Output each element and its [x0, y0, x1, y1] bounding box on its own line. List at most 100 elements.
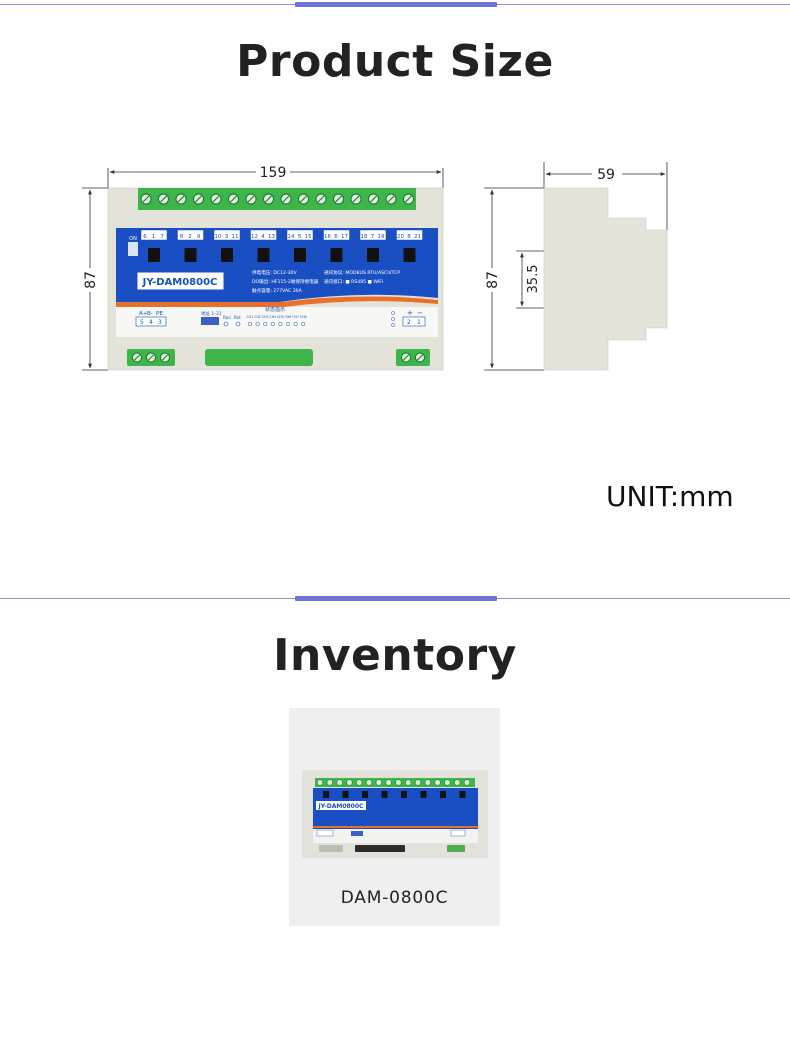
relay-terminal-number: 7	[371, 234, 375, 240]
relay-led-icon	[381, 791, 388, 798]
terminal-screw-icon	[316, 779, 324, 786]
power-minus-label: −	[417, 309, 423, 317]
relay-led-icon	[403, 248, 416, 262]
inventory-device-photo: JY-DAM0800C	[302, 770, 488, 858]
relay-led-icon	[257, 248, 270, 262]
relay-terminal-number: 3	[225, 234, 229, 240]
terminal-screw-icon	[365, 779, 373, 786]
rst-label: Rst	[234, 315, 241, 320]
spec-interface: 通讯接口: ■ RS485 ■ WIFI	[324, 278, 383, 285]
rs485-pin-3: 3	[158, 319, 162, 326]
status-led-icon	[278, 321, 283, 327]
relay-terminal-number: 14	[288, 234, 295, 240]
status-channel-label: CH8	[300, 315, 307, 319]
relay-terminal-number: 7	[160, 234, 164, 240]
height-dimension-label: 87	[83, 271, 99, 289]
dip-switch-label: 地址 1-31	[201, 310, 222, 317]
relay-terminal-number: 2	[188, 234, 192, 240]
inventory-title: Inventory	[273, 630, 517, 681]
terminal-screw-icon	[356, 779, 363, 786]
relay-led-icon	[367, 248, 379, 262]
terminal-screw-icon	[414, 779, 422, 786]
terminal-screw-icon	[395, 779, 402, 786]
relay-terminal-number: 17	[341, 234, 348, 240]
status-channel-label: CH1	[247, 315, 254, 319]
relay-led-icon	[184, 248, 197, 262]
relay-led-icon	[323, 791, 329, 798]
relay-terminal-number: 4	[261, 234, 265, 240]
product-size-title: Product Size	[236, 36, 554, 87]
relay-terminal-number: 21	[414, 234, 421, 240]
terminal-screw-icon	[424, 779, 431, 786]
model-name: JY-DAM0800C	[142, 277, 218, 288]
orange-stripe	[116, 296, 438, 307]
status-led-icon	[293, 321, 298, 327]
relay-terminal-number: 6	[334, 234, 338, 240]
rs485-a-label: A+	[139, 311, 148, 317]
status-led-icon	[285, 321, 291, 327]
side-view: 59 87 35.5	[482, 162, 668, 371]
bottom-terminal-screws	[132, 352, 425, 363]
spec-contact: 触点容量: 277VAC 30A	[252, 287, 303, 294]
terminal-screw-icon	[375, 779, 382, 786]
relay-terminal-number: 13	[268, 234, 275, 240]
power-pin-2: 2	[407, 319, 411, 326]
spec-output: DO输出: HF115-2磁保持继电器	[252, 278, 319, 285]
terminal-screw-icon	[463, 779, 471, 786]
relay-led-icon	[330, 248, 343, 262]
terminal-screw-icon	[444, 779, 451, 786]
unit-label: UNIT:mm	[606, 480, 734, 513]
status-channel-label: CH6	[285, 315, 292, 319]
relay-led-icon	[459, 791, 466, 798]
depth-dimension-label: 59	[597, 167, 615, 183]
status-channel-label: CH2	[254, 315, 261, 319]
status-channel-label: CH5	[277, 315, 284, 319]
terminal-screw-icon	[385, 779, 392, 786]
relay-terminal-number: 20	[397, 234, 404, 240]
width-dimension-label: 159	[260, 165, 287, 181]
status-channel-label: CH4	[269, 315, 276, 319]
relay-led-icon	[420, 791, 427, 798]
rs485-pin-4: 4	[149, 319, 153, 326]
middle-divider-tab	[295, 596, 497, 601]
relay-terminal-number: 11	[232, 234, 239, 240]
rail-dimension-label: 35.5	[526, 265, 541, 294]
power-pin-1: 1	[417, 319, 421, 326]
relay-indicators	[148, 248, 416, 262]
relay-terminal-number: 12	[251, 234, 258, 240]
spec-protocol: 通讯协议: MODBUS RTU/ASCII/TCP	[324, 269, 400, 276]
relay-terminal-number: 10	[215, 234, 222, 240]
status-led-icon	[247, 321, 253, 327]
terminal-screw-icon	[454, 779, 461, 786]
relay-terminal-number: 9	[197, 234, 201, 240]
terminal-screw-icon	[346, 779, 353, 786]
bottom-center-connector	[205, 349, 313, 366]
relay-led-icon	[148, 248, 160, 262]
terminal-screw-icon	[326, 779, 333, 786]
inventory-item-label: DAM-0800C	[340, 888, 449, 908]
power-plus-label: +	[407, 309, 413, 317]
rs485-pin-5: 5	[140, 319, 144, 326]
relay-terminal-number: 8	[180, 234, 184, 240]
status-led-icon	[270, 321, 275, 327]
terminal-screw-icon	[336, 779, 343, 786]
run-label: Run	[223, 315, 231, 320]
rs485-b-label: B-	[147, 311, 153, 317]
top-terminal-block	[138, 188, 416, 210]
relay-terminal-number: 6	[143, 234, 147, 240]
dip-switch	[201, 317, 219, 325]
relay-terminal-number: 15	[305, 234, 312, 240]
top-terminal-screws	[140, 193, 414, 205]
relay-led-icon	[440, 791, 446, 798]
rs485-pe-label: PE	[156, 311, 163, 317]
status-led-icon	[301, 321, 306, 327]
terminal-screw-icon	[405, 779, 412, 786]
relay-led-icon	[362, 791, 368, 798]
relay-terminal-number: 19	[378, 234, 385, 240]
relay-terminal-number: 16	[324, 234, 331, 240]
status-title: 状态指示	[265, 306, 285, 313]
on-switch-label: ON	[129, 236, 137, 242]
